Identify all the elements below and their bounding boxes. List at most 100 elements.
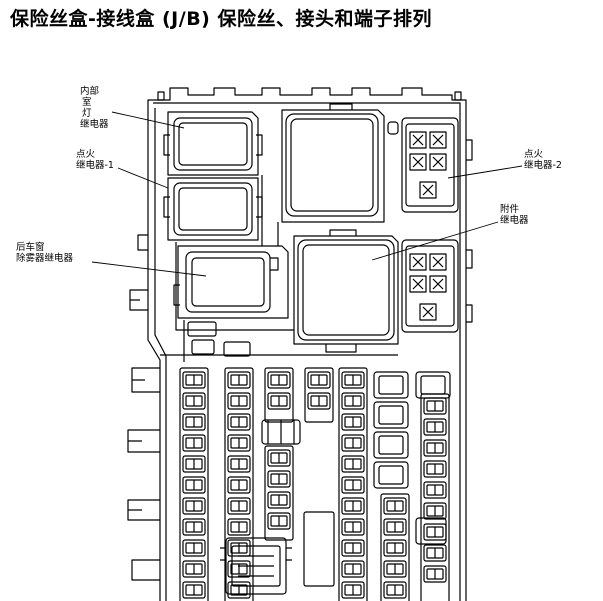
fuse-slot bbox=[341, 392, 365, 410]
label-interior-light-relay: 内部 室 灯 继电器 bbox=[80, 86, 109, 130]
fuse-slot bbox=[383, 518, 407, 536]
fuse-slot bbox=[341, 476, 365, 494]
fuse-slot bbox=[182, 392, 206, 410]
fuse-column bbox=[264, 445, 294, 541]
fuse-slot bbox=[341, 581, 365, 599]
fuse-slot bbox=[227, 497, 251, 515]
page-title: 保险丝盒-接线盒 (J/B) 保险丝、接头和端子排列 bbox=[10, 8, 432, 30]
fuse-slot bbox=[383, 581, 407, 599]
fuse-slot bbox=[341, 413, 365, 431]
fuse-slot bbox=[341, 518, 365, 536]
fuse-column bbox=[420, 393, 450, 601]
right-lower-relay-socket bbox=[401, 239, 459, 333]
ignition-relay-1 bbox=[163, 177, 263, 241]
fuse-slot bbox=[423, 460, 447, 478]
small-connector bbox=[191, 339, 215, 355]
rear-defog-relay bbox=[173, 245, 289, 319]
relay-block-column bbox=[373, 371, 451, 545]
fuse-column bbox=[179, 367, 209, 601]
relay-pin-terminals bbox=[409, 131, 447, 321]
fuse-slot bbox=[227, 434, 251, 452]
fuse-slot bbox=[227, 413, 251, 431]
fuse-slot bbox=[383, 560, 407, 578]
ignition-relay-2-socket bbox=[401, 117, 459, 213]
fuse-slot bbox=[227, 476, 251, 494]
mini-relay bbox=[373, 401, 409, 429]
small-connector bbox=[223, 341, 251, 357]
lower-center-block bbox=[303, 511, 335, 587]
fuse-slot bbox=[341, 455, 365, 473]
fuse-slot bbox=[423, 544, 447, 562]
fuse-slot bbox=[423, 565, 447, 583]
fuse-slot bbox=[423, 418, 447, 436]
pin-terminal bbox=[429, 253, 447, 271]
fuse-slot bbox=[341, 497, 365, 515]
label-ignition-relay-2: 点火 继电器-2 bbox=[524, 149, 562, 171]
mini-relay bbox=[373, 431, 409, 459]
fuse-column bbox=[264, 367, 294, 423]
fuse-slot bbox=[383, 497, 407, 515]
fuse-slot bbox=[227, 581, 251, 599]
large-relay-center-top bbox=[281, 103, 399, 223]
fuse-slot bbox=[383, 539, 407, 557]
pin-terminal bbox=[419, 303, 437, 321]
pin-terminal bbox=[429, 275, 447, 293]
fuse-slot bbox=[423, 481, 447, 499]
pin-terminal bbox=[409, 131, 427, 149]
fuse-slot bbox=[423, 523, 447, 541]
small-connector bbox=[187, 321, 217, 337]
fuse-slot bbox=[267, 470, 291, 488]
small-connectors bbox=[187, 321, 251, 357]
fuse-slot bbox=[182, 518, 206, 536]
bottom-connector bbox=[220, 537, 292, 595]
fuse-slot bbox=[267, 491, 291, 509]
mini-relay bbox=[373, 371, 409, 399]
fuse-slot bbox=[267, 449, 291, 467]
interior-light-relay bbox=[163, 111, 263, 176]
fuse-slot bbox=[182, 497, 206, 515]
fuse-slot bbox=[227, 518, 251, 536]
fuse-column bbox=[338, 367, 368, 601]
pin-terminal bbox=[409, 253, 427, 271]
fuse-slot bbox=[267, 392, 291, 410]
pin-terminal bbox=[409, 275, 427, 293]
fuse-slot bbox=[267, 512, 291, 530]
fuse-slot bbox=[227, 392, 251, 410]
fuse-slot bbox=[182, 560, 206, 578]
fuse-array bbox=[179, 321, 451, 601]
fuse-column bbox=[380, 493, 410, 601]
fuse-slot bbox=[307, 371, 331, 389]
fuse-slot bbox=[423, 502, 447, 520]
pin-terminal bbox=[429, 153, 447, 171]
fuse-slot bbox=[341, 371, 365, 389]
center-fuse-connector bbox=[261, 419, 301, 445]
fuse-slot bbox=[227, 371, 251, 389]
fuse-slot bbox=[182, 476, 206, 494]
fuse-slot bbox=[341, 539, 365, 557]
fuse-slot bbox=[307, 392, 331, 410]
fuse-slot bbox=[182, 434, 206, 452]
label-ignition-relay-1: 点火 继电器-1 bbox=[76, 149, 114, 171]
leader-lines bbox=[91, 111, 523, 277]
fuse-slot bbox=[227, 539, 251, 557]
mini-relay bbox=[415, 371, 451, 399]
fuse-slot bbox=[267, 371, 291, 389]
fuse-column bbox=[304, 367, 334, 423]
fuse-slot bbox=[182, 581, 206, 599]
label-accessory-relay: 附件 继电器 bbox=[500, 204, 529, 226]
fuse-slot bbox=[182, 539, 206, 557]
fuse-slot bbox=[341, 560, 365, 578]
fuse-slot bbox=[227, 560, 251, 578]
mini-relay bbox=[373, 461, 409, 489]
fuse-slot bbox=[423, 439, 447, 457]
accessory-relay bbox=[293, 229, 399, 353]
pin-terminal bbox=[409, 153, 427, 171]
label-rear-defog-relay: 后车窗 除雾器继电器 bbox=[16, 242, 74, 264]
pin-terminal bbox=[419, 181, 437, 199]
fuse-slot bbox=[341, 434, 365, 452]
fuse-slot bbox=[182, 455, 206, 473]
housing-outline bbox=[127, 87, 473, 601]
fuse-slot bbox=[227, 455, 251, 473]
fuse-slot bbox=[182, 371, 206, 389]
